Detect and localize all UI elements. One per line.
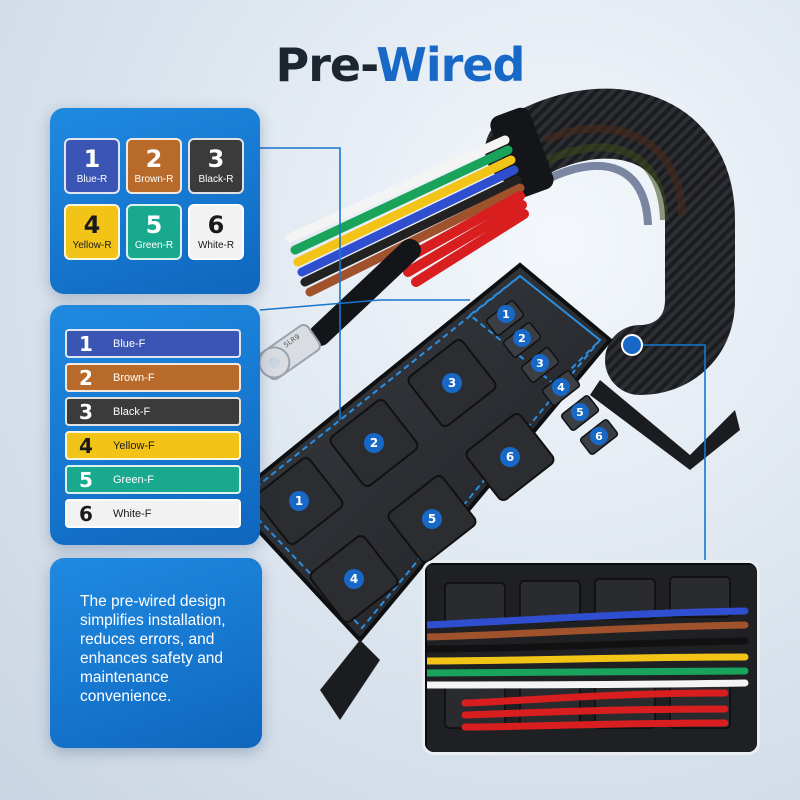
legend-label: Green-F bbox=[113, 473, 154, 486]
relay-badge-label: 2 bbox=[369, 436, 379, 450]
legend-number: 6 bbox=[207, 211, 225, 239]
title-part-wired: Wired bbox=[376, 38, 525, 92]
relay-badge-label: 4 bbox=[349, 572, 359, 586]
legend-number: 5 bbox=[79, 467, 93, 492]
legend-number: 5 bbox=[145, 211, 163, 239]
legend-number: 2 bbox=[145, 145, 163, 173]
legend-label: Brown-F bbox=[113, 371, 155, 384]
legend-number: 2 bbox=[79, 365, 93, 390]
fuse-badge-label: 1 bbox=[502, 307, 510, 321]
legend-label: Yellow-F bbox=[113, 439, 155, 452]
description-panel: The pre-wired design simplifies installa… bbox=[50, 558, 262, 748]
relay-badge-1: 1 bbox=[289, 491, 309, 511]
legend-label: Brown-R bbox=[134, 174, 174, 185]
relay-badge-5: 5 bbox=[422, 509, 442, 529]
power-cable bbox=[309, 239, 421, 346]
legend-number: 3 bbox=[207, 145, 225, 173]
relay-badge-6: 6 bbox=[500, 447, 520, 467]
fuse-badge-3: 3 bbox=[531, 354, 549, 372]
title-part-pre: Pre- bbox=[275, 38, 378, 92]
wiring-closeup-inset bbox=[422, 560, 760, 755]
callout-lines bbox=[259, 147, 706, 560]
legend-label: Black-F bbox=[113, 405, 151, 418]
page-title: Pre-Wired bbox=[0, 38, 800, 92]
relay-badge-label: 6 bbox=[505, 450, 515, 464]
fuse-badge-label: 6 bbox=[595, 429, 603, 443]
relay-badge-4: 4 bbox=[344, 569, 364, 589]
fuse-badge-label: 2 bbox=[518, 331, 526, 345]
fuse-badge-1: 1 bbox=[497, 305, 515, 323]
relay-badge-2: 2 bbox=[364, 433, 384, 453]
legend-label: Yellow-R bbox=[72, 240, 112, 251]
legend-number: 6 bbox=[79, 501, 93, 526]
fuse-badge-label: 5 bbox=[576, 405, 584, 419]
legend-number: 3 bbox=[79, 399, 93, 424]
closeup-wires-graphic bbox=[425, 563, 757, 752]
fuse-badge-label: 3 bbox=[536, 356, 544, 370]
fuse-badge-label: 4 bbox=[557, 380, 565, 394]
fuse-badge-4: 4 bbox=[552, 378, 570, 396]
fuse-badge-5: 5 bbox=[571, 403, 589, 421]
relay-badge-3: 3 bbox=[442, 373, 462, 393]
legend-label: Blue-R bbox=[76, 174, 108, 185]
relay-badge-label: 3 bbox=[447, 376, 457, 390]
front-wire-legend: 1 Blue-F 2 Brown-F 3 Black-F 4 Yellow-F 5 Gre… bbox=[50, 305, 260, 545]
legend-label: White-R bbox=[197, 240, 235, 251]
legend-label: Black-R bbox=[198, 174, 234, 185]
front-legend-item-1: 1 Blue-F bbox=[65, 329, 241, 358]
front-legend-item-6: 6 White-F bbox=[65, 499, 241, 528]
description-text: The pre-wired design simplifies installa… bbox=[80, 593, 226, 705]
legend-number: 1 bbox=[79, 331, 93, 356]
legend-label: Blue-F bbox=[113, 337, 146, 350]
callout-dot bbox=[621, 334, 643, 356]
ring-terminal bbox=[257, 323, 321, 381]
sleeve-collar bbox=[490, 107, 554, 198]
front-legend-item-4: 4 Yellow-F bbox=[65, 431, 241, 460]
legend-label: White-F bbox=[113, 507, 152, 520]
loose-wires bbox=[285, 135, 529, 297]
front-legend-item-3: 3 Black-F bbox=[65, 397, 241, 426]
fuse-badge-2: 2 bbox=[513, 329, 531, 347]
relay-badge-label: 5 bbox=[427, 512, 437, 526]
fuse-badge-6: 6 bbox=[590, 427, 608, 445]
legend-label: Green-R bbox=[134, 240, 174, 251]
legend-number: 4 bbox=[83, 211, 101, 239]
relay-badge-label: 1 bbox=[294, 494, 304, 508]
front-legend-item-2: 2 Brown-F bbox=[65, 363, 241, 392]
front-legend-item-5: 5 Green-F bbox=[65, 465, 241, 494]
legend-number: 1 bbox=[83, 145, 101, 173]
legend-number: 4 bbox=[79, 433, 93, 458]
front-legend-list: 1 Blue-F 2 Brown-F 3 Black-F 4 Yellow-F 5 Gre… bbox=[65, 329, 241, 528]
